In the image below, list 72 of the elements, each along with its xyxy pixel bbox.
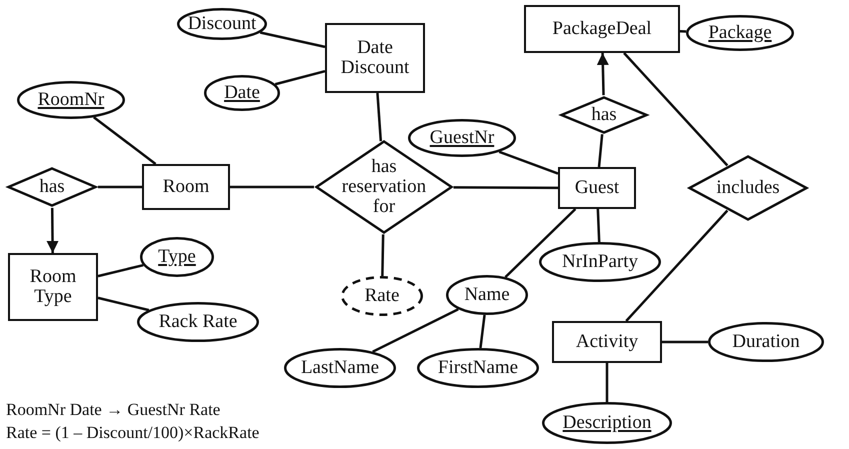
- relationship-diamond: [559, 95, 649, 135]
- connector-line: [662, 340, 708, 344]
- key-attribute-ellipse: [686, 15, 794, 51]
- attribute-name: Discount: [188, 14, 256, 34]
- attribute-name: Name: [464, 285, 510, 305]
- entity-name: Room Type: [28, 267, 78, 307]
- attribute-ellipse: [137, 302, 259, 342]
- entity-name: Room: [162, 177, 210, 197]
- relationship-diamond: [6, 166, 98, 208]
- connector-line: [93, 116, 156, 165]
- connector-line: [598, 134, 604, 168]
- connector-line: [504, 208, 576, 278]
- attribute-ellipse: [446, 275, 528, 315]
- connector-line: [454, 186, 558, 190]
- connector-line: [625, 210, 728, 322]
- relationship-diamond: [687, 154, 809, 222]
- attribute-ellipse: [539, 242, 661, 282]
- connector-line: [596, 208, 600, 242]
- connector-line: [376, 92, 382, 142]
- key-attribute-name: RoomNr: [38, 90, 104, 110]
- key-attribute-ellipse: [408, 119, 516, 157]
- attribute-ellipse: [708, 322, 824, 362]
- key-attribute-ellipse: [17, 81, 125, 119]
- connector-line: [372, 308, 459, 353]
- key-attribute-name: GuestNr: [430, 128, 494, 148]
- attribute-name: NrInParty: [562, 252, 638, 272]
- relationship-name: includes: [716, 178, 780, 198]
- attribute-ellipse: [284, 348, 396, 388]
- key-attribute-name: Description: [562, 413, 652, 433]
- entity-box: [325, 23, 425, 93]
- connector-line: [680, 30, 686, 33]
- entity-name: Activity: [576, 332, 638, 352]
- relationship-name: has: [39, 177, 65, 197]
- entity-box: [558, 167, 636, 209]
- connector-line: [274, 70, 326, 86]
- relationship-name: has reservation for: [340, 157, 428, 217]
- key-attribute-name: Package: [708, 23, 772, 43]
- attribute-name: Rate: [364, 286, 400, 306]
- key-attribute-ellipse: [204, 75, 280, 111]
- key-attribute-name: Type: [158, 247, 196, 267]
- dependency-note: Rate = (1 – Discount/100)×RackRate: [6, 423, 260, 443]
- attribute-name: FirstName: [438, 358, 518, 378]
- connector-line: [98, 296, 150, 312]
- connector-line: [623, 52, 728, 166]
- entity-box: [552, 321, 662, 363]
- arrow: [596, 52, 609, 96]
- connector-line: [381, 234, 384, 276]
- connector-line: [498, 150, 558, 175]
- attribute-ellipse: [417, 348, 539, 388]
- connector-line: [260, 31, 326, 48]
- connector-line: [606, 363, 608, 402]
- entity-box: [8, 253, 98, 321]
- attribute-name: Duration: [732, 332, 800, 352]
- key-attribute-ellipse: [140, 237, 214, 277]
- arrow: [46, 208, 59, 254]
- relationship-name: has: [591, 105, 617, 125]
- entity-name: Guest: [574, 178, 620, 198]
- entity-name: PackageDeal: [552, 19, 652, 39]
- entity-box: [142, 164, 230, 210]
- entity-name: Date Discount: [340, 38, 410, 78]
- dependency-note: RoomNr Date → GuestNr Rate: [6, 400, 220, 420]
- connector-line: [230, 186, 314, 188]
- key-attribute-name: Date: [224, 83, 260, 103]
- key-attribute-ellipse: [542, 402, 672, 444]
- attribute-name: LastName: [300, 358, 380, 378]
- connector-line: [98, 264, 144, 278]
- connector-line: [98, 186, 142, 188]
- connector-line: [479, 314, 486, 348]
- attribute-ellipse: [177, 8, 267, 40]
- attribute-name: Rack Rate: [158, 312, 238, 332]
- derived-attribute-ellipse: [341, 276, 423, 316]
- entity-box: [524, 5, 680, 53]
